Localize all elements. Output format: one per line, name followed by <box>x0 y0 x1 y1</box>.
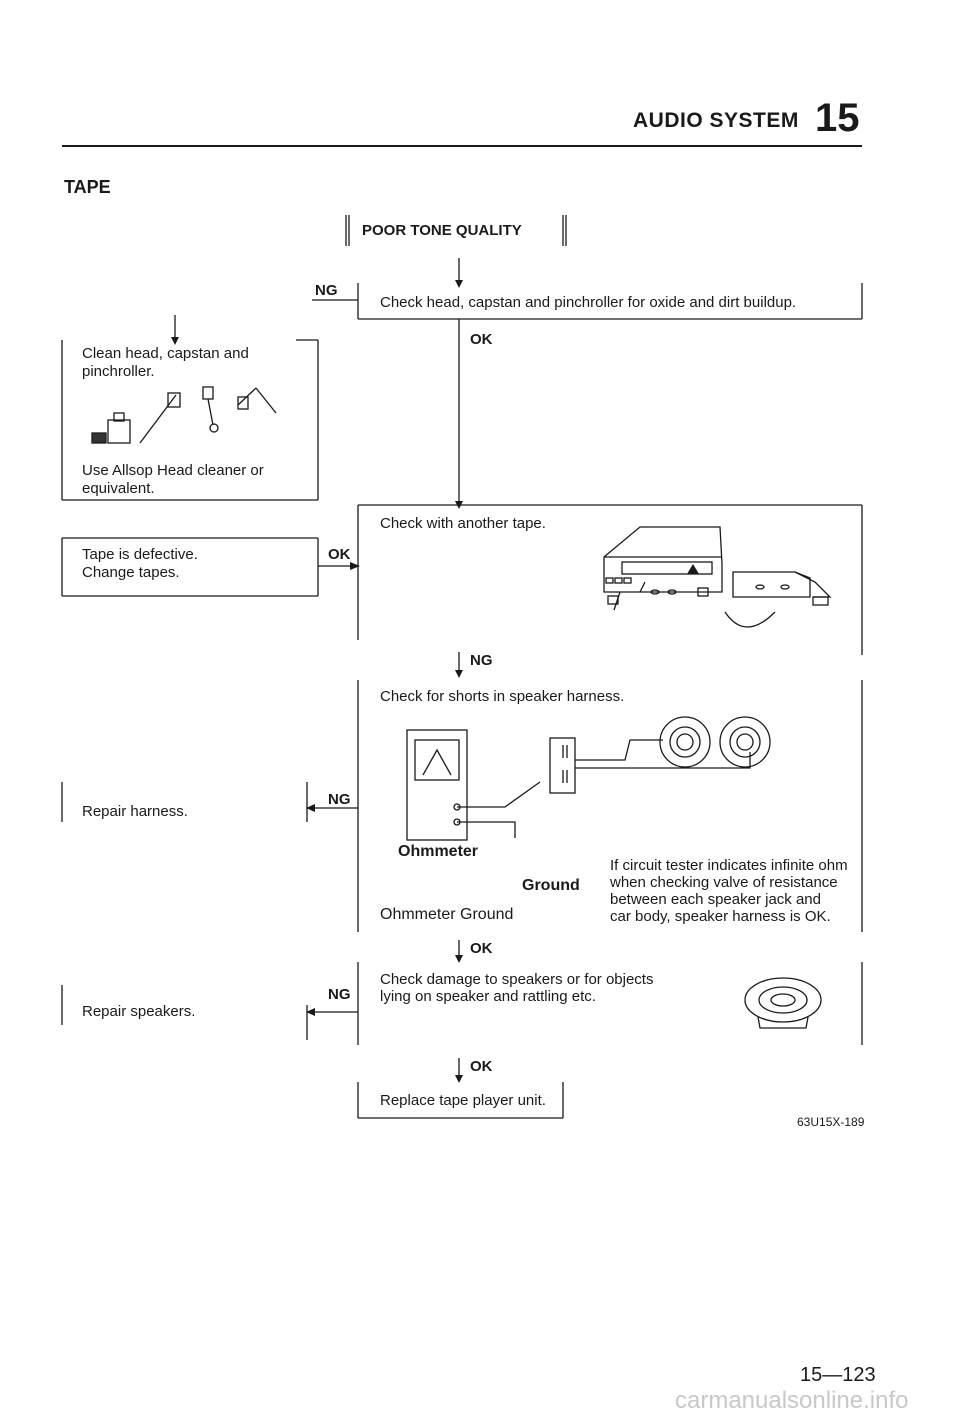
header-rule <box>62 145 862 147</box>
step2-ng-label: NG <box>470 652 493 669</box>
cleaner-note-line2: equivalent. <box>82 480 155 497</box>
tester-note-line1: If circuit tester indicates infinite ohm <box>610 857 848 874</box>
step1-text: Check head, capstan and pinchroller for … <box>380 294 797 311</box>
tester-note-line3: between each speaker jack and <box>610 891 821 908</box>
cleaner-note-line1: Use Allsop Head cleaner or <box>82 462 264 479</box>
tape-deck-illustration <box>603 526 832 628</box>
section-number: 15 <box>815 96 860 140</box>
step3-ok-label: OK <box>470 940 493 957</box>
repair-harness-text: Repair harness. <box>82 803 188 820</box>
clean-text-line1: Clean head, capstan and <box>82 345 249 362</box>
watermark: carmanualsonline.info <box>675 1387 909 1414</box>
step2-ok-label: OK <box>328 546 351 563</box>
step4-ng-label: NG <box>328 986 351 1003</box>
final-step-text: Replace tape player unit. <box>380 1092 546 1109</box>
cleaning-tools-illustration <box>91 386 277 444</box>
figure-code: 63U15X-189 <box>797 1115 865 1129</box>
start-box-label: POOR TONE QUALITY <box>362 222 522 239</box>
step1-ng-label: NG <box>315 282 338 299</box>
tape-defective-line2: Change tapes. <box>82 564 180 581</box>
tester-note-line2: when checking valve of resistance <box>610 874 838 891</box>
clean-text-line2: pinchroller. <box>82 363 155 380</box>
tester-note-line4: car body, speaker harness is OK. <box>610 908 831 925</box>
figure-caption: Ohmmeter Ground <box>380 906 514 923</box>
step3-text: Check for shorts in speaker harness. <box>380 688 625 705</box>
speaker-illustration <box>744 977 822 1029</box>
step4-text-line1: Check damage to speakers or for objects <box>380 971 654 988</box>
repair-speakers-text: Repair speakers. <box>82 1003 196 1020</box>
step4-ok-label: OK <box>470 1058 493 1075</box>
tape-defective-line1: Tape is defective. <box>82 546 198 563</box>
step4-text-line2: lying on speaker and rattling etc. <box>380 988 596 1005</box>
step3-ng-label: NG <box>328 791 351 808</box>
ohmmeter-wiring-illustration <box>406 716 771 841</box>
ground-label: Ground <box>522 877 580 894</box>
step1-ok-label: OK <box>470 331 493 348</box>
step2-text: Check with another tape. <box>380 515 546 532</box>
ohmmeter-label: Ohmmeter <box>398 843 479 860</box>
section-title: AUDIO SYSTEM <box>633 109 799 132</box>
page-heading: TAPE <box>64 177 111 197</box>
page-number: 15—123 <box>800 1364 876 1386</box>
